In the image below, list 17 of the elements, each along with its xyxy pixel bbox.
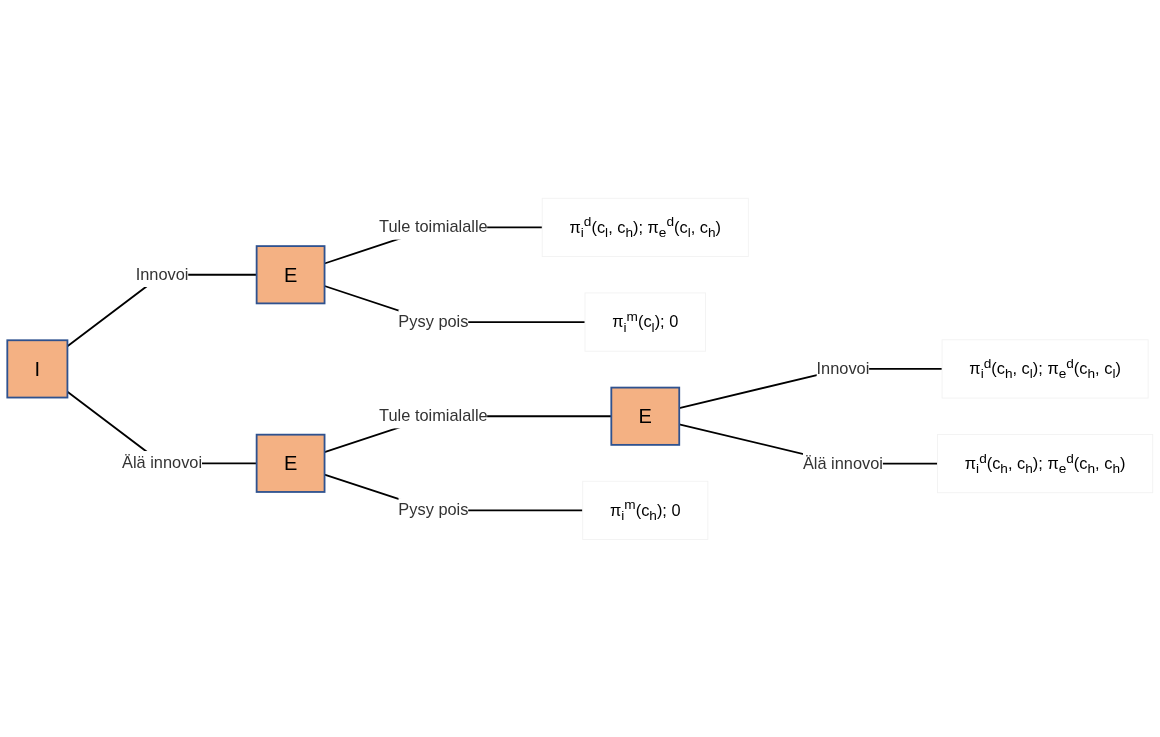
node-box: π$_{i}$$^{d}$(c$_{l}$, c$_{h}$); π$_{e}$$^{d}$(c$_{l}$, c$_{h}$)	[541, 197, 749, 257]
edge-label: Innovoi	[135, 264, 189, 283]
node-box: I	[6, 338, 69, 399]
edge-label: Älä innovoi	[802, 453, 883, 472]
node-box: E	[255, 433, 326, 493]
node-box: π$_{i}$$^{d}$(c$_{h}$, c$_{l}$); π$_{e}$$^{d}$(c$_{h}$, c$_{l}$)	[941, 338, 1149, 399]
edge-label: Tule toimialalle	[379, 217, 488, 236]
node-box: π$_{i}$$^{m}$(c$_{h}$); 0	[582, 480, 709, 540]
edge-label: Pysy pois	[398, 312, 469, 331]
node-box: E	[610, 386, 681, 446]
node-box: E	[255, 244, 326, 304]
node-box: π$_{i}$$^{m}$(c$_{l}$); 0	[584, 292, 707, 352]
edge-label: Innovoi	[816, 358, 870, 378]
edge-label: Tule toimialalle	[379, 406, 488, 425]
edge-label: Pysy pois	[398, 500, 469, 519]
node-box: π$_{i}$$^{d}$(c$_{h}$, c$_{h}$); π$_{e}$$^{d}$(c$_{h}$, c$_{h}$)	[937, 433, 1154, 493]
edge-label: Älä innovoi	[121, 453, 203, 472]
